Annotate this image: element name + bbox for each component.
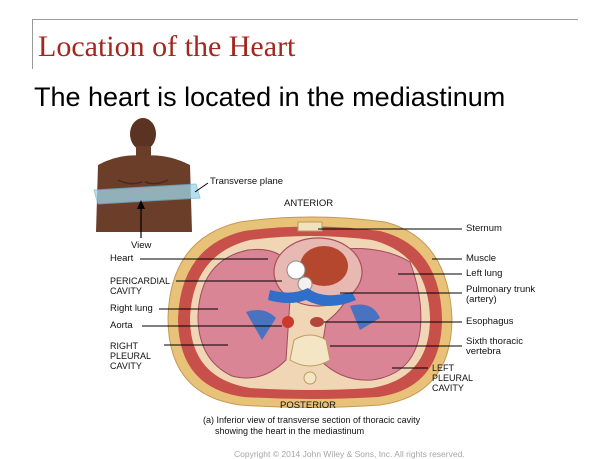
label-sternum: Sternum — [466, 224, 502, 234]
label-heart: Heart — [110, 254, 133, 264]
label-pulmonary-trunk-2: (artery) — [466, 295, 497, 305]
label-sixth-thoracic-2: vertebra — [466, 347, 501, 357]
torso-figure — [94, 118, 208, 238]
figure-caption: (a) Inferior view of transverse section … — [203, 415, 420, 437]
label-esophagus: Esophagus — [466, 317, 514, 327]
label-pericardial-cavity-2: CAVITY — [110, 286, 142, 296]
label-view: View — [131, 241, 151, 251]
label-posterior: POSTERIOR — [280, 401, 336, 411]
label-left-lung: Left lung — [466, 269, 502, 279]
copyright-notice: Copyright © 2014 John Wiley & Sons, Inc.… — [234, 449, 465, 459]
label-transverse-plane: Transverse plane — [210, 177, 283, 187]
label-left-pleural-3: CAVITY — [432, 383, 464, 393]
label-aorta: Aorta — [110, 321, 133, 331]
caption-line-1: (a) Inferior view of transverse section … — [203, 415, 420, 425]
label-right-pleural-3: CAVITY — [110, 361, 142, 371]
thorax-cross-section — [168, 217, 452, 408]
label-right-pleural-2: PLEURAL — [110, 351, 151, 361]
label-anterior: ANTERIOR — [284, 199, 333, 209]
label-left-pleural-2: PLEURAL — [432, 373, 473, 383]
label-muscle: Muscle — [466, 254, 496, 264]
caption-line-2: showing the heart in the mediastinum — [203, 426, 420, 437]
label-right-pleural-1: RIGHT — [110, 341, 138, 351]
label-left-pleural-1: LEFT — [432, 363, 454, 373]
label-right-lung: Right lung — [110, 304, 153, 314]
label-pericardial-cavity-1: PERICARDIAL — [110, 276, 170, 286]
